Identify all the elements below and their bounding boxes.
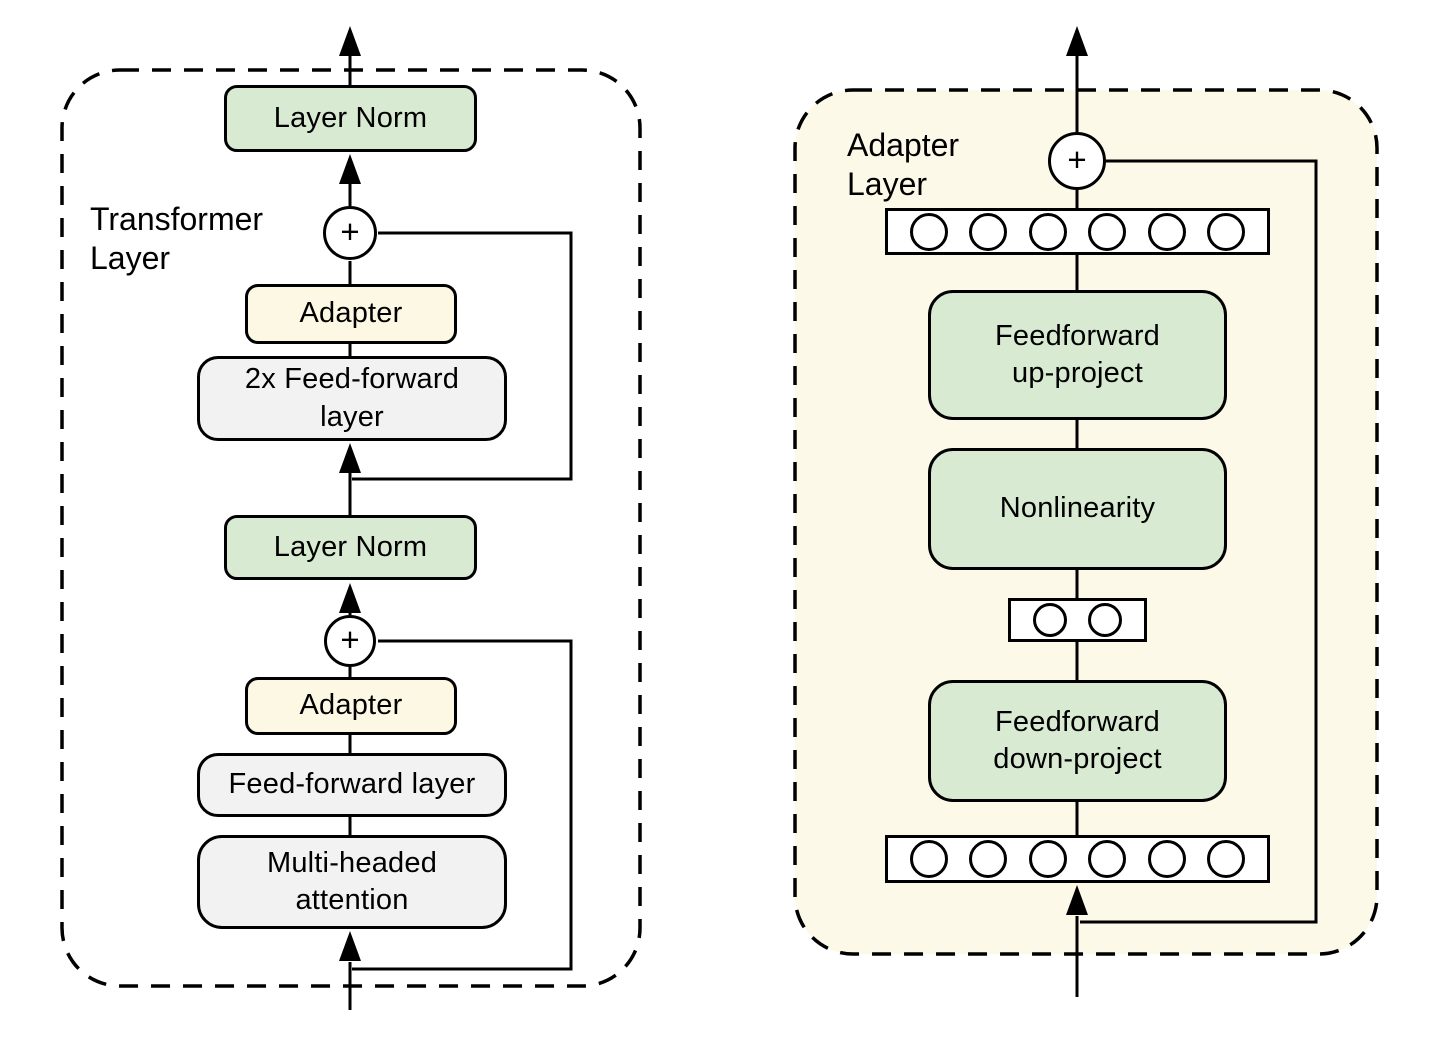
left-output-arrowhead bbox=[339, 26, 361, 56]
feature-circle bbox=[1207, 840, 1246, 878]
feed-forward-2x-line1: 2x Feed-forward bbox=[244, 363, 460, 396]
plus-glyph: + bbox=[340, 621, 360, 658]
adapter-layer-label-line1: Adapter bbox=[847, 127, 960, 163]
transformer-layer-label: Transformer Layer bbox=[90, 200, 263, 278]
feature-circle bbox=[1088, 840, 1127, 878]
right-skip-connection bbox=[1080, 159, 1318, 924]
bottleneck-feature-row bbox=[1008, 598, 1147, 642]
feature-circle bbox=[969, 212, 1008, 251]
right-output-arrowhead bbox=[1066, 26, 1088, 56]
feed-forward-2x-line2: layer bbox=[320, 400, 384, 433]
feature-circle bbox=[909, 840, 948, 878]
feature-row-top bbox=[885, 208, 1270, 255]
multi-headed-attention-line2: attention bbox=[295, 884, 409, 916]
feedforward-down-project-line1: Feedforward bbox=[995, 705, 1160, 738]
feed-forward-layer-label: Feed-forward layer bbox=[228, 768, 476, 801]
multi-headed-attention-box: Multi-headed attention bbox=[197, 835, 507, 929]
feedforward-down-project-line2: down-project bbox=[993, 743, 1162, 775]
adapter-bottom-box: Adapter bbox=[245, 677, 457, 735]
left-arrowheads bbox=[339, 26, 361, 961]
feature-circle bbox=[969, 840, 1008, 878]
left-mha-arrowhead bbox=[339, 931, 361, 961]
feed-forward-2x-box: 2x Feed-forward layer bbox=[197, 356, 507, 441]
left-skip-connection-bottom bbox=[352, 639, 573, 971]
feature-circle bbox=[1028, 212, 1067, 251]
adapter-layer-label: Adapter Layer bbox=[847, 126, 959, 204]
feature-circle bbox=[1147, 840, 1186, 878]
transformer-layer-label-line1: Transformer bbox=[90, 201, 264, 237]
feature-row-bottom bbox=[885, 835, 1270, 883]
left-ff2x-arrowhead bbox=[339, 443, 361, 473]
transformer-layer-label-line2: Layer bbox=[90, 240, 171, 277]
sum-node-top-icon: + bbox=[323, 206, 377, 260]
layer-norm-bottom-label: Layer Norm bbox=[273, 530, 428, 563]
feedforward-up-project-line1: Feedforward bbox=[995, 319, 1160, 352]
feature-circle bbox=[1028, 840, 1067, 878]
feedforward-up-project-box: Feedforward up-project bbox=[928, 290, 1227, 420]
multi-headed-attention-line1: Multi-headed bbox=[266, 846, 438, 879]
nonlinearity-label: Nonlinearity bbox=[999, 492, 1156, 525]
feature-circle bbox=[1088, 603, 1123, 637]
feature-circle bbox=[1088, 212, 1127, 251]
right-features-arrowhead bbox=[1066, 885, 1088, 915]
layer-norm-top-box: Layer Norm bbox=[224, 85, 477, 152]
feature-circle bbox=[909, 212, 948, 251]
plus-glyph: + bbox=[1067, 141, 1087, 178]
feature-circle bbox=[1207, 212, 1246, 251]
sum-node-bottom-icon: + bbox=[324, 615, 376, 667]
sum-node-adapter-icon: + bbox=[1048, 132, 1106, 190]
left-skip-connection-top bbox=[352, 231, 573, 481]
adapter-bottom-label: Adapter bbox=[299, 689, 403, 722]
left-ln1-arrowhead bbox=[339, 154, 361, 184]
layer-norm-top-label: Layer Norm bbox=[273, 101, 428, 134]
feedforward-down-project-box: Feedforward down-project bbox=[928, 680, 1227, 802]
nonlinearity-box: Nonlinearity bbox=[928, 448, 1227, 570]
plus-glyph: + bbox=[340, 213, 360, 250]
feed-forward-layer-box: Feed-forward layer bbox=[197, 753, 507, 817]
feature-circle bbox=[1147, 212, 1186, 251]
left-ln2-arrowhead bbox=[339, 583, 361, 613]
left-wires bbox=[348, 50, 573, 1010]
feature-circle bbox=[1032, 603, 1067, 637]
adapter-layer-label-line2: Layer bbox=[847, 166, 928, 203]
adapter-top-box: Adapter bbox=[245, 284, 457, 344]
right-wires bbox=[1075, 50, 1318, 997]
right-arrowheads bbox=[1066, 26, 1088, 915]
layer-norm-bottom-box: Layer Norm bbox=[224, 515, 477, 580]
adapter-top-label: Adapter bbox=[299, 297, 403, 330]
feedforward-up-project-line2: up-project bbox=[1012, 357, 1143, 389]
